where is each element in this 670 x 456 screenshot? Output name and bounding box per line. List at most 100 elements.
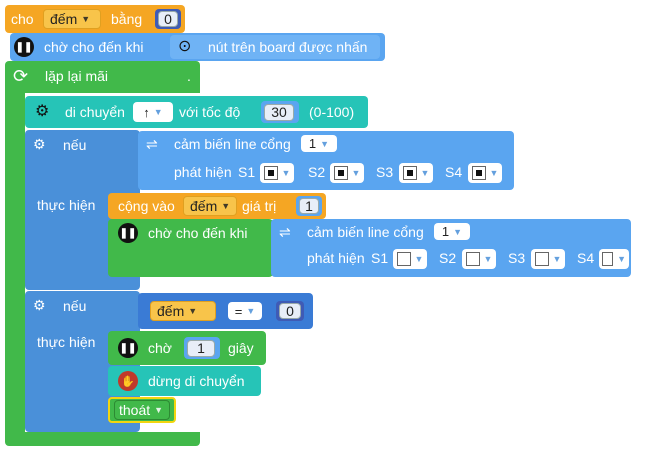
checkbox-filled-icon <box>263 166 278 180</box>
s1-dropdown[interactable]: ▼ <box>393 249 427 269</box>
forever-loop-block[interactable]: ⟳ lặp lại mãi . <box>5 61 200 93</box>
s4-dropdown[interactable]: ▼ <box>468 163 502 183</box>
change-suffix: giá trị <box>242 198 277 214</box>
change-variable-dropdown[interactable]: đếm▼ <box>183 196 237 216</box>
variable-name: đếm <box>50 11 78 27</box>
s2-dropdown[interactable]: ▼ <box>330 163 364 183</box>
s3-label: S3 <box>508 250 526 266</box>
checkbox-empty-icon <box>465 252 480 266</box>
compare-block[interactable]: đếm▼ =▼ 0 <box>138 293 313 329</box>
line-sensor-label: cảm biến line cổng <box>307 224 424 240</box>
checkbox-empty-icon <box>602 252 614 266</box>
checkbox-filled-icon <box>402 166 417 180</box>
chevron-down-icon: ▼ <box>154 405 164 415</box>
variable-name: đếm <box>157 303 185 319</box>
wait-value-input[interactable]: 1 <box>187 339 215 357</box>
chevron-down-icon: ▼ <box>320 138 330 149</box>
compare-value-input[interactable]: 0 <box>279 303 301 319</box>
checkbox-filled-icon <box>471 166 486 180</box>
change-variable-block[interactable]: cộng vào đếm▼ giá trị 1 <box>108 193 326 219</box>
line-sensor-label: cảm biến line cổng <box>174 136 291 152</box>
stop-label: dừng di chuyển <box>148 373 245 389</box>
wait-until-label: chờ cho đến khi <box>148 225 248 241</box>
set-value-socket[interactable]: 0 <box>155 9 181 29</box>
s3-dropdown[interactable]: ▼ <box>399 163 433 183</box>
exit-loop-block[interactable]: thoát▼ <box>108 397 176 423</box>
move-label: di chuyển <box>65 104 125 120</box>
set-middle-label: bằng <box>111 11 143 27</box>
button-condition-block[interactable]: ⊙ nút trên board được nhấn <box>170 35 380 59</box>
port-dropdown[interactable]: 1▼ <box>301 135 337 152</box>
stop-motion-block[interactable]: ✋ dừng di chuyển <box>108 366 261 396</box>
speed-range: (0-100) <box>309 104 355 120</box>
wait-label: chờ <box>148 340 172 356</box>
checkbox-filled-icon <box>333 166 348 180</box>
wait-until-button-block[interactable]: ❚❚ chờ cho đến khi ⊙ nút trên board được… <box>10 33 385 61</box>
speed-label: với tốc độ <box>179 104 241 120</box>
stop-hand-icon: ✋ <box>118 371 138 391</box>
line-sensor-condition-1[interactable]: ⇌ cảm biến line cổng 1▼ phát hiện S1 ▼ S… <box>138 131 514 190</box>
port-dropdown[interactable]: 1▼ <box>434 223 470 240</box>
port-value: 1 <box>308 136 317 151</box>
direction-value: ↑ <box>143 104 150 120</box>
change-value-input[interactable]: 1 <box>299 198 319 214</box>
pause-icon: ❚❚ <box>14 37 34 57</box>
wait-value-socket[interactable]: 1 <box>184 337 220 359</box>
s3-dropdown[interactable]: ▼ <box>531 249 565 269</box>
s1-label: S1 <box>238 164 256 180</box>
do-label: thực hiện <box>37 197 96 213</box>
pause-icon: ❚❚ <box>118 223 138 243</box>
s1-label: S1 <box>371 250 389 266</box>
variable-dropdown[interactable]: đếm▼ <box>43 9 101 29</box>
port-value: 1 <box>441 224 450 239</box>
if-label: nếu <box>63 298 87 314</box>
line-sensor-condition-2[interactable]: ⇌ cảm biến line cổng 1▼ phát hiện S1 ▼ S… <box>271 219 631 277</box>
motor-icon: ⚙ <box>35 103 50 120</box>
speed-socket[interactable]: 30 <box>261 101 299 123</box>
forever-loop-footer <box>5 432 200 446</box>
exit-dropdown[interactable]: thoát▼ <box>114 400 170 420</box>
direction-dropdown[interactable]: ↑▼ <box>133 102 173 122</box>
set-value-input[interactable]: 0 <box>158 11 178 27</box>
detect-label: phát hiện <box>307 250 365 266</box>
gear-icon: ⚙ <box>33 297 46 313</box>
compare-variable-dropdown[interactable]: đếm▼ <box>150 301 216 321</box>
forever-dot: . <box>187 68 191 84</box>
chevron-down-icon: ▼ <box>453 226 463 237</box>
wait-seconds-block[interactable]: ❚❚ chờ 1 giây <box>108 331 266 365</box>
s2-label: S2 <box>439 250 457 266</box>
operator-dropdown[interactable]: =▼ <box>228 302 262 320</box>
speed-input[interactable]: 30 <box>264 103 294 121</box>
forever-label: lặp lại mãi <box>45 68 109 84</box>
s2-dropdown[interactable]: ▼ <box>462 249 496 269</box>
s3-label: S3 <box>376 164 394 180</box>
line-sensor-icon: ⇌ <box>146 136 158 152</box>
compare-value-socket[interactable]: 0 <box>276 301 304 321</box>
detect-label: phát hiện <box>174 164 232 180</box>
change-value-socket[interactable]: 1 <box>296 196 322 216</box>
board-button-icon: ⊙ <box>178 38 192 55</box>
if-block-2[interactable]: ⚙ nếu thực hiện <box>25 291 140 432</box>
forever-loop-arm <box>5 93 25 438</box>
exit-label: thoát <box>119 402 151 418</box>
chevron-down-icon: ▼ <box>153 107 163 117</box>
s4-dropdown[interactable]: ▼ <box>599 249 629 269</box>
change-label: cộng vào <box>118 198 175 214</box>
checkbox-empty-icon <box>534 252 549 266</box>
variable-name: đếm <box>190 198 218 214</box>
if-label: nếu <box>63 137 87 153</box>
s1-dropdown[interactable]: ▼ <box>260 163 294 183</box>
pause-icon: ❚❚ <box>118 338 138 358</box>
chevron-down-icon: ▼ <box>188 306 198 316</box>
gear-icon: ⚙ <box>33 136 46 152</box>
set-label: cho <box>11 11 34 27</box>
s2-label: S2 <box>308 164 326 180</box>
chevron-down-icon: ▼ <box>246 306 256 316</box>
button-condition-text: nút trên board được nhấn <box>208 39 368 55</box>
chevron-down-icon: ▼ <box>81 14 91 24</box>
set-variable-block[interactable]: cho đếm▼ bằng 0 <box>5 5 185 33</box>
move-block[interactable]: ⚙ di chuyển ↑▼ với tốc độ 30 (0-100) <box>25 96 368 128</box>
wait-until-line-block[interactable]: ❚❚ chờ cho đến khi <box>108 219 273 277</box>
do-label: thực hiện <box>37 334 96 350</box>
line-sensor-icon: ⇌ <box>279 224 291 240</box>
